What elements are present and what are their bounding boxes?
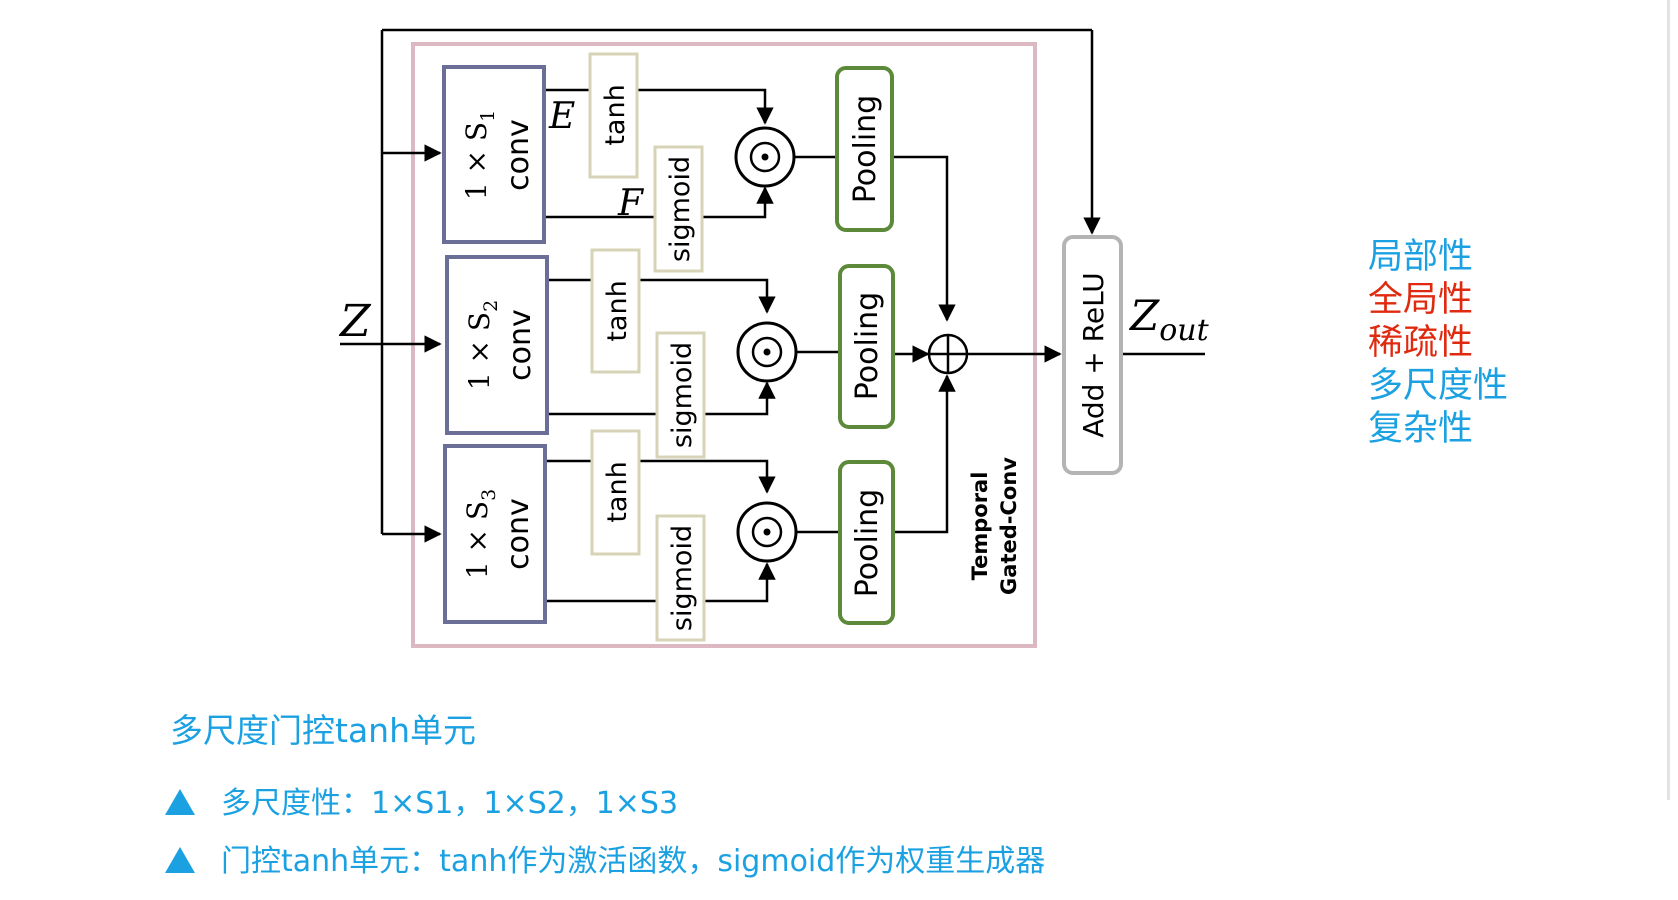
caption: 多尺度门控tanh单元: [170, 711, 476, 750]
label-f: F: [617, 183, 645, 224]
tanh-box-2: tanh: [590, 248, 641, 374]
pooling-box-2: Pooling: [838, 264, 895, 429]
conv-block-2: 1 × S2 conv: [445, 255, 549, 435]
svg-text:tanh: tanh: [602, 461, 633, 522]
svg-text:Add + ReLU: Add + ReLU: [1077, 272, 1110, 438]
window-edge: [1667, 0, 1670, 800]
bullet-2: 门控tanh单元：tanh作为激活函数，sigmoid作为权重生成器: [165, 836, 1045, 880]
property-list: 局部性 全局性 稀疏性 多尺度性 复杂性: [1368, 236, 1508, 451]
svg-text:tanh: tanh: [600, 84, 631, 145]
module-label-line1: Temporal: [968, 472, 992, 581]
property-local: 局部性: [1368, 237, 1474, 277]
svg-text:1 × S1: 1 × S1: [460, 110, 499, 200]
input-connections: [340, 28, 1101, 543]
svg-text:Pooling: Pooling: [850, 292, 885, 400]
property-global: 全局性: [1368, 280, 1474, 320]
sum-node: [927, 333, 969, 375]
sigmoid-box-2: sigmoid: [655, 331, 706, 459]
property-complex: 复杂性: [1368, 409, 1474, 449]
pooling-box-3: Pooling: [838, 460, 895, 625]
svg-text:1 × S2: 1 × S2: [463, 300, 502, 390]
sigmoid-box-3: sigmoid: [655, 514, 706, 642]
add-relu-box: Add + ReLU: [1062, 235, 1123, 475]
svg-text:Pooling: Pooling: [850, 489, 885, 597]
triangle-bullet-icon: [165, 789, 195, 815]
conv-block-3: 1 × S3 conv: [443, 444, 547, 624]
property-sparse: 稀疏性: [1368, 323, 1474, 363]
output-label: Zout: [1128, 291, 1210, 348]
multiply-node-3: [736, 501, 798, 563]
svg-text:conv: conv: [501, 498, 536, 570]
svg-text:1 × S3: 1 × S3: [461, 489, 500, 579]
sigmoid-box-1: sigmoid: [653, 145, 704, 273]
gate-connections: [543, 88, 1205, 603]
module-label-line2: Gated-Conv: [997, 457, 1021, 595]
conv-block-1: 1 × S1 conv: [442, 65, 546, 244]
svg-text:conv: conv: [503, 309, 538, 381]
bullet-1: 多尺度性：1×S1，1×S2，1×S3: [165, 778, 678, 822]
input-label: Z: [338, 296, 372, 347]
svg-text:Pooling: Pooling: [848, 95, 883, 203]
label-e: E: [548, 96, 575, 137]
svg-text:sigmoid: sigmoid: [665, 156, 696, 262]
triangle-bullet-icon: [165, 847, 195, 873]
svg-text:sigmoid: sigmoid: [667, 525, 698, 631]
property-multiscale: 多尺度性: [1368, 366, 1509, 406]
svg-text:conv: conv: [501, 119, 536, 191]
multiply-node-2: [736, 321, 798, 383]
pooling-box-1: Pooling: [835, 66, 894, 232]
tanh-box-3: tanh: [590, 429, 641, 556]
multiply-node-1: [734, 126, 796, 188]
svg-text:sigmoid: sigmoid: [667, 342, 698, 448]
svg-text:tanh: tanh: [602, 280, 633, 341]
tanh-box-1: tanh: [588, 52, 639, 179]
